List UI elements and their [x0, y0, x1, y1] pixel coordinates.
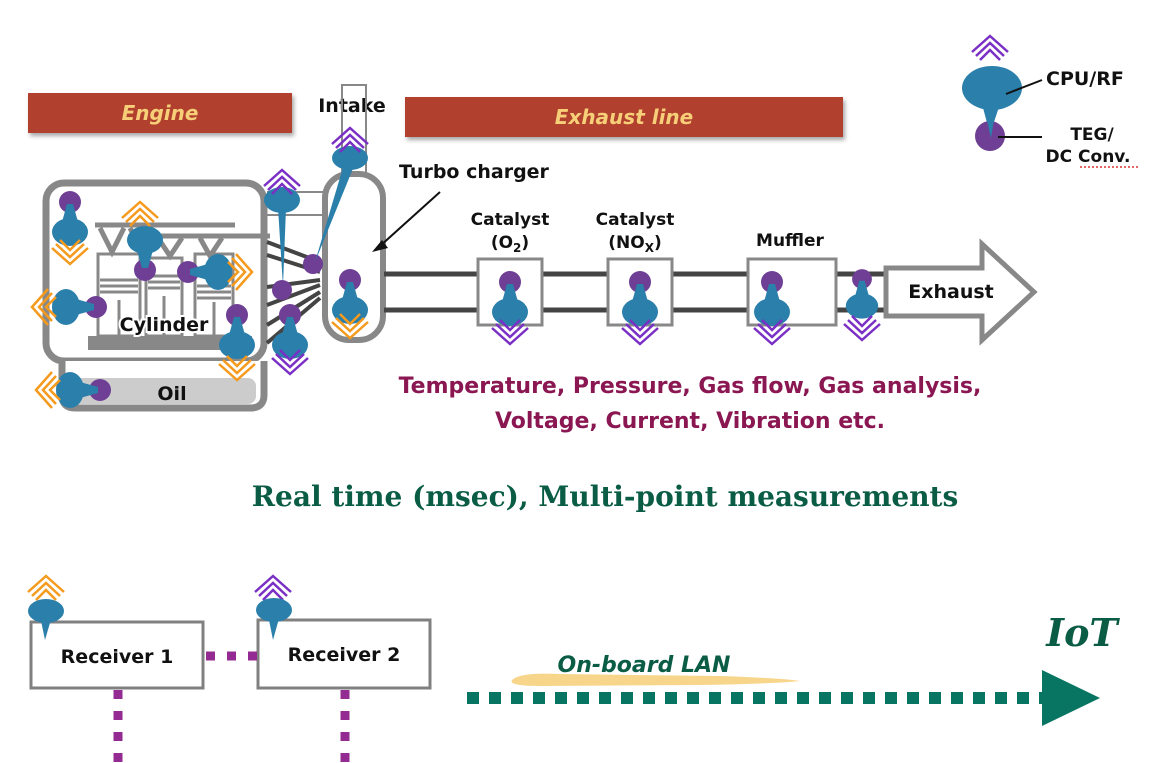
catalyst-nox-label: Catalyst [596, 210, 675, 230]
receiver-1: Receiver 1 [26, 574, 205, 690]
receiver-2: Receiver 2 [253, 574, 432, 690]
exhaust-line-banner-label: Exhaust line [555, 105, 693, 129]
measurement-types-line2: Voltage, Current, Vibration etc. [495, 409, 885, 434]
measurement-types-line1: Temperature, Pressure, Gas flow, Gas ana… [399, 374, 982, 399]
catalyst-nox-sublabel: (NOX) [608, 233, 662, 255]
muffler-label: Muffler [756, 231, 825, 251]
turbo-charger [322, 171, 386, 343]
dc-conv-label: DC Conv. [1046, 147, 1131, 167]
wireless-chevron-icon [253, 574, 293, 602]
lan-highlight [511, 673, 800, 686]
wireless-chevron-icon [26, 574, 66, 602]
teg-label: TEG/ [1070, 125, 1114, 145]
oil-pan [66, 378, 256, 404]
receiver-1-label: Receiver 1 [61, 646, 174, 668]
engine-banner: Engine [28, 93, 292, 133]
iot-arrowhead-icon [1042, 670, 1100, 726]
cpu-rf-icon [962, 66, 1022, 110]
wireless-chevron-icon [970, 34, 1010, 62]
exhaust-line-banner: Exhaust line [405, 97, 843, 137]
exhaust-label: Exhaust [908, 281, 994, 303]
engine-banner-label: Engine [122, 101, 199, 125]
cylinder-label: Cylinder [120, 314, 209, 336]
cpu-rf-label: CPU/RF [1046, 68, 1124, 90]
teg-dc-conv-icon [975, 121, 1005, 151]
intake-label: Intake [318, 95, 386, 117]
on-board-lan: On-board LAN IoT [467, 610, 1120, 726]
sensor-nodes [30, 126, 882, 410]
headline: Real time (msec), Multi-point measuremen… [252, 480, 959, 513]
exhaust-arrow: Exhaust [883, 238, 1038, 346]
sensor-node [845, 269, 879, 319]
turbo-pointer-arrow [372, 191, 441, 252]
iot-label: IoT [1045, 610, 1120, 655]
receiver-2-label: Receiver 2 [288, 644, 401, 666]
antenna-icon [28, 599, 64, 623]
catalyst-o2-sublabel: (O2) [491, 233, 529, 255]
oil-label: Oil [157, 383, 186, 405]
catalyst-o2-label: Catalyst [471, 210, 550, 230]
receiver-links [113, 651, 350, 763]
wireless-chevron-icon [842, 314, 882, 342]
turbo-charger-label: Turbo charger [399, 161, 550, 183]
sensor-legend: CPU/RF TEG/ DC Conv. [962, 34, 1140, 168]
antenna-icon [256, 598, 292, 622]
on-board-lan-label: On-board LAN [558, 653, 731, 678]
